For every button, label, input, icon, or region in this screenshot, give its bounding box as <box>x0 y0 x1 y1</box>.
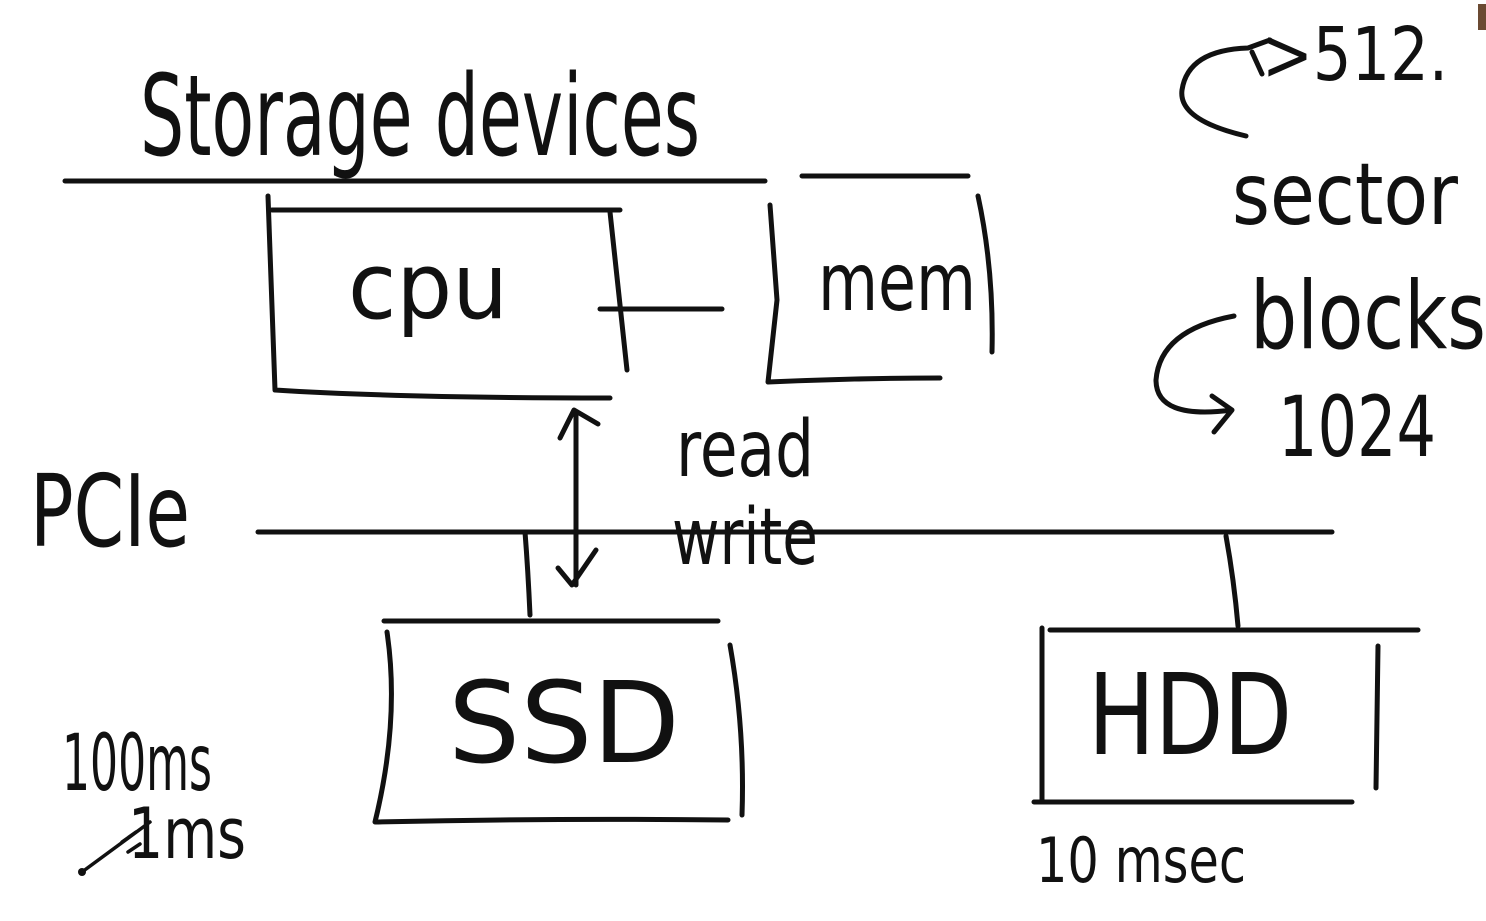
mem-label: mem <box>818 236 976 329</box>
read-write-arrow <box>555 407 601 588</box>
latency-100ms: 100ms <box>62 719 212 809</box>
pcie-label: PCIe <box>30 453 190 570</box>
cpu-label: cpu <box>348 233 508 340</box>
cpu-box <box>265 193 630 401</box>
read-label: read <box>676 405 814 495</box>
latency-1ms: 1ms <box>128 793 246 875</box>
hdd-latency: 10 msec <box>1036 824 1246 897</box>
write-label: write <box>672 493 818 583</box>
size-1024: 1024 <box>1278 378 1436 476</box>
curved-arrow-top <box>1179 37 1273 139</box>
hdd-bus-drop <box>1223 533 1241 629</box>
ssd-label: SSD <box>448 659 680 789</box>
mem-box <box>765 173 995 385</box>
window-corner-indicator <box>1478 4 1486 30</box>
title-text: Storage devices <box>140 52 700 182</box>
hdd-box <box>1031 625 1421 805</box>
curved-arrow-bottom <box>1153 313 1237 435</box>
size-512: >512. <box>1262 12 1448 98</box>
latency-pointer-dot <box>78 868 86 876</box>
sector-text: sector <box>1232 145 1459 245</box>
blocks-text: blocks <box>1250 262 1486 371</box>
ssd-bus-drop <box>522 529 533 618</box>
latency-pointer <box>80 820 152 874</box>
hdd-label: HDD <box>1088 651 1292 781</box>
ssd-box <box>372 618 745 825</box>
